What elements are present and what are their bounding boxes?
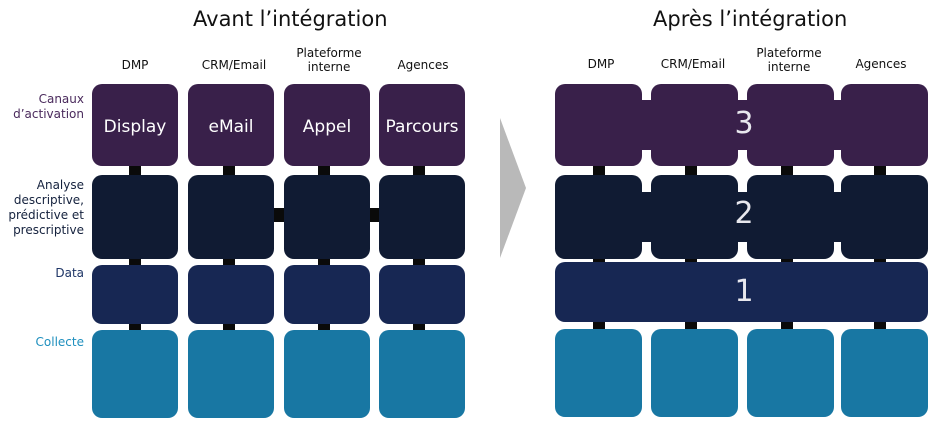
connector [874,252,886,268]
layer1-band [555,262,928,322]
connector [874,160,886,180]
layer2-tile-2 [651,175,738,259]
tile-appel-label: Appel [302,117,352,137]
connector [366,208,382,222]
right-col-crm: CRM/Email [660,57,726,71]
row-label-collecte: Collecte [35,335,84,349]
tile-collecte-plateforme [284,330,370,418]
row-label-analyse: Analyse descriptive, prédictive et presc… [8,178,84,237]
tile-data-crm [188,265,274,324]
layer2-band [580,192,910,242]
left-col-crm: CRM/Email [201,58,267,72]
tile-data-agences [379,265,465,324]
row-label-canaux: Canaux d’activation [13,92,84,121]
left-col-agences: Agences [397,58,449,72]
tile-analyse-agences [379,175,465,259]
layer2-tile-1 [555,175,642,259]
layer3-band [580,100,910,150]
tile-analyse-dmp [92,175,178,259]
layer3-tile-3 [747,84,834,166]
tile-collecte-crm [188,330,274,418]
tile-parcours: Parcours [379,84,465,166]
collecte-tile-3 [747,329,834,417]
connector [685,252,697,268]
layer3-tile-4 [841,84,928,166]
connector [781,252,793,268]
tile-appel: Appel [284,84,370,166]
tile-data-dmp [92,265,178,324]
connector [781,320,793,334]
collecte-tile-2 [651,329,738,417]
tile-email-label: eMail [208,117,254,137]
layer3-tile-1 [555,84,642,166]
row-label-data: Data [55,266,84,280]
tile-analyse-crm [188,175,274,259]
before-grid: Display eMail Appel Parcours [92,84,465,418]
tile-display-label: Display [103,117,167,137]
layer3-tile-2 [651,84,738,166]
tile-email: eMail [188,84,274,166]
layer2-tile-3 [747,175,834,259]
layer3-number: 3 [734,106,754,141]
left-col-dmp: DMP [121,58,149,72]
collecte-tile-4 [841,329,928,417]
tile-parcours-label: Parcours [385,117,459,137]
right-col-plateforme: Plateforme interne [756,46,822,74]
connector [593,160,605,180]
tile-analyse-plateforme [284,175,370,259]
tile-collecte-agences [379,330,465,418]
tile-data-plateforme [284,265,370,324]
transition-arrow [500,118,526,258]
connector [593,252,605,268]
tile-display: Display [92,84,178,166]
layer2-tile-4 [841,175,928,259]
connector [685,320,697,334]
before-title: Avant l’intégration [193,7,388,31]
after-title: Après l’intégration [653,7,848,31]
layer2-number: 2 [734,196,754,231]
layer1-number: 1 [734,274,754,309]
connector [874,320,886,334]
right-col-dmp: DMP [587,57,615,71]
right-col-agences: Agences [855,57,907,71]
connector [685,160,697,180]
connector [781,160,793,180]
collecte-tile-1 [555,329,642,417]
connector [593,320,605,334]
left-col-plateforme: Plateforme interne [296,46,362,74]
tile-collecte-dmp [92,330,178,418]
